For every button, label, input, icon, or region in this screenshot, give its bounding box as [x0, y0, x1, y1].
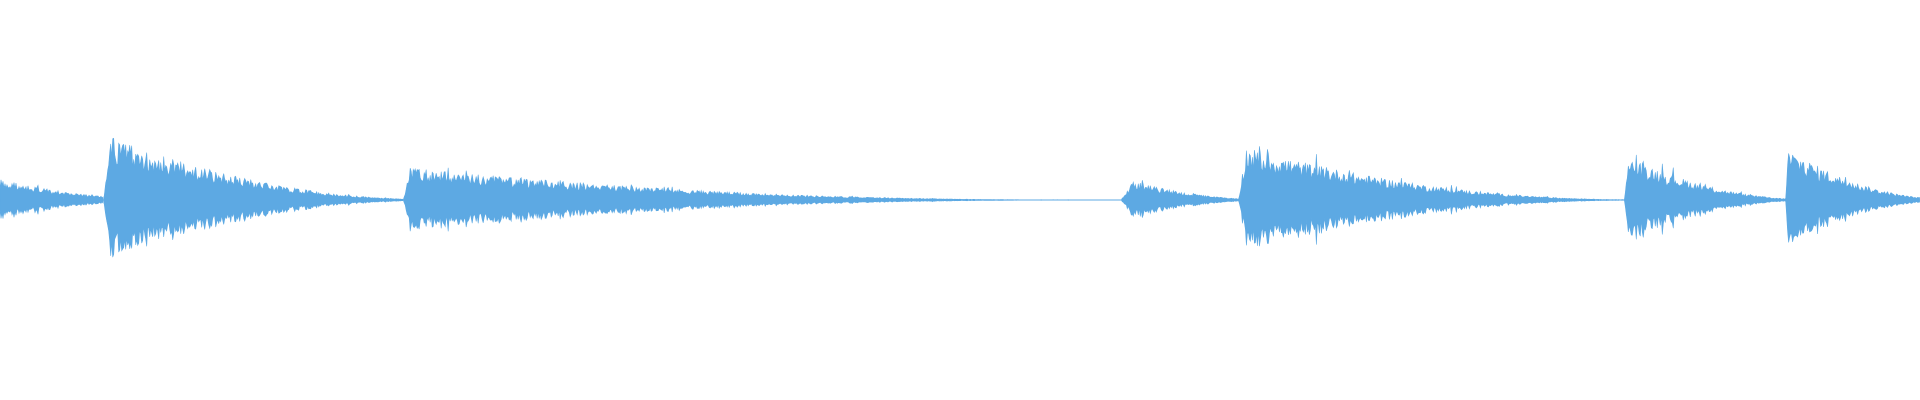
waveform-segment-3: [402, 167, 1077, 232]
waveform-segment-1: [0, 179, 104, 219]
waveform-segments: [0, 137, 1920, 258]
waveform-segment-4: [1120, 180, 1239, 218]
waveform-segment-2: [103, 137, 403, 258]
waveform-segment-6: [1623, 154, 1786, 240]
waveform-segment-7: [1785, 153, 1920, 243]
waveform-segment-5: [1238, 146, 1624, 247]
